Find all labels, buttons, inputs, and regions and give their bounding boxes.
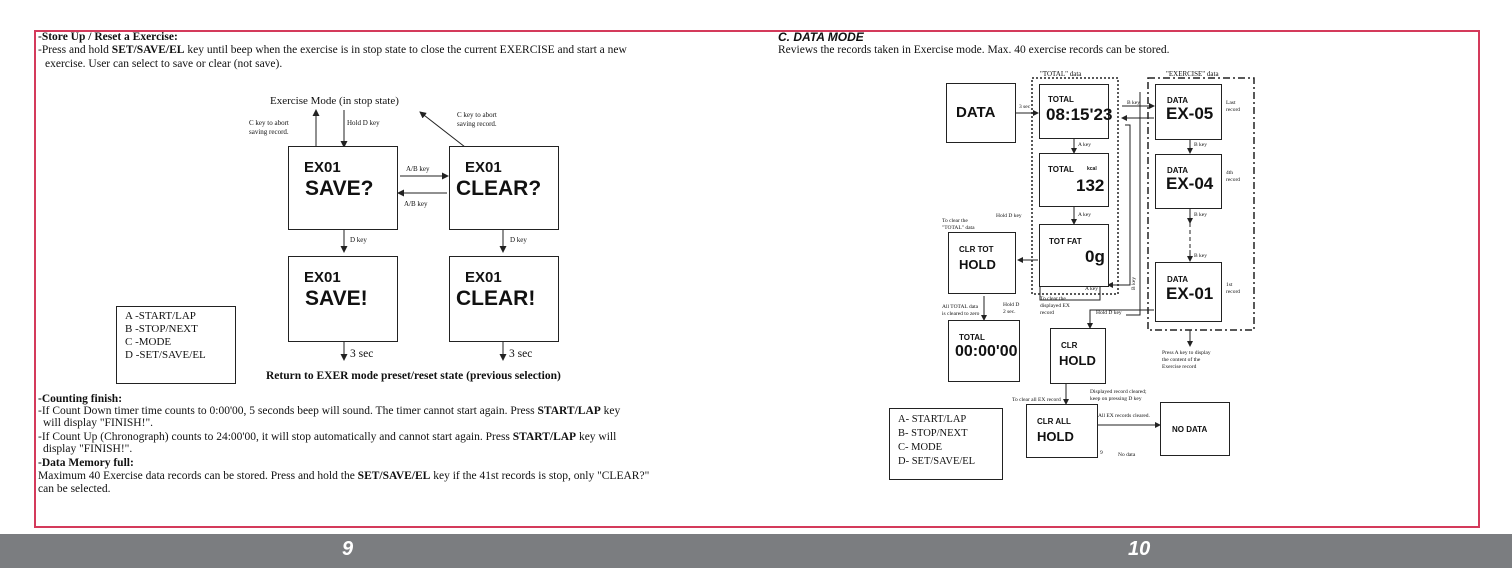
c-key-left-1: C key to abort bbox=[249, 119, 289, 127]
ab-key-top: A/B key bbox=[406, 165, 430, 173]
lcd-no-data: NO DATA bbox=[1160, 402, 1230, 456]
sec-right: 3 sec bbox=[509, 348, 533, 360]
clear-ex-note-2: displayed EX bbox=[1040, 303, 1070, 309]
d-key-right: D key bbox=[510, 236, 527, 244]
cleared-note-1: All TOTAL data bbox=[942, 304, 979, 310]
fourth-record-2: record bbox=[1226, 177, 1241, 183]
first-record-2: record bbox=[1226, 289, 1241, 295]
cleared-note-2: is cleared to zero bbox=[942, 311, 980, 317]
clear-all-note: To clear all EX record bbox=[1012, 397, 1061, 403]
lcd-clear-exclaim: EX01 CLEAR! bbox=[449, 256, 559, 342]
clear-total-note-2: "TOTAL" data bbox=[942, 225, 975, 231]
lcd-data: DATA bbox=[946, 83, 1016, 143]
exercise-mode-label: Exercise Mode (in stop state) bbox=[270, 95, 399, 107]
c-key-right-1: C key to abort bbox=[457, 111, 497, 119]
memory-heading: -Data Memory full: bbox=[38, 457, 134, 469]
b-key-3: B key bbox=[1194, 212, 1207, 218]
c-key-left-2: saving record. bbox=[249, 128, 289, 136]
b-key-top: B key bbox=[1127, 100, 1140, 106]
sec-left: 3 sec bbox=[350, 348, 374, 360]
hold-d-2sec-2: 2 sec. bbox=[1003, 309, 1016, 315]
return-text: Return to EXER mode preset/reset state (… bbox=[266, 370, 561, 382]
first-record-1: 1st bbox=[1226, 282, 1233, 288]
lcd-total-time: TOTAL 08:15'23 bbox=[1039, 84, 1112, 139]
memory-line-2: can be selected. bbox=[38, 483, 111, 495]
lcd-clr-all: CLR ALL HOLD bbox=[1026, 404, 1098, 458]
lcd-ex-04: DATA EX-04 bbox=[1155, 154, 1222, 209]
ab-key-bottom: A/B key bbox=[404, 200, 428, 208]
press-a-note-3: Exercise record bbox=[1162, 364, 1197, 370]
count-up-line-1: -If Count Up (Chronograph) counts to 24:… bbox=[38, 431, 617, 443]
last-record-1: Last bbox=[1226, 100, 1236, 106]
exercise-data-label: "EXERCISE" data bbox=[1166, 70, 1219, 78]
lcd-clear-question: EX01 CLEAR? bbox=[449, 146, 559, 230]
lcd-clr-tot: CLR TOT HOLD bbox=[948, 232, 1016, 294]
page-frame bbox=[34, 30, 1480, 528]
memory-line-1: Maximum 40 Exercise data records can be … bbox=[38, 470, 650, 482]
c-key-right-2: saving record. bbox=[457, 120, 497, 128]
lcd-total-fat: TOT FAT 0g bbox=[1039, 224, 1109, 287]
lcd-ex-05: DATA EX-05 bbox=[1155, 84, 1222, 140]
b-key-4: B key bbox=[1194, 253, 1207, 259]
count-down-line-2: will display "FINISH!". bbox=[43, 417, 154, 429]
press-a-note-1: Press A key to display bbox=[1162, 350, 1211, 356]
last-record-2: record bbox=[1226, 107, 1241, 113]
displayed-cleared-1: Displayed record cleared; bbox=[1090, 389, 1147, 395]
page-number-left: 9 bbox=[342, 538, 354, 560]
clear-ex-note-1: To clear the bbox=[1040, 296, 1066, 302]
nine-label: 9 bbox=[1100, 450, 1103, 456]
store-text-2: exercise. User can select to save or cle… bbox=[45, 58, 283, 70]
lcd-save-exclaim: EX01 SAVE! bbox=[288, 256, 398, 342]
displayed-cleared-2: keep on pressing D key bbox=[1090, 396, 1142, 402]
lcd-ex-01: DATA EX-01 bbox=[1155, 262, 1222, 322]
d-key-left: D key bbox=[350, 236, 367, 244]
hold-d-label: Hold D key bbox=[347, 119, 380, 127]
no-data-note: No data bbox=[1118, 452, 1136, 458]
three-sec-label: 3 sec bbox=[1019, 104, 1031, 110]
clear-total-note-1: To clear the bbox=[942, 218, 968, 224]
footer-bar bbox=[0, 534, 1512, 568]
a-key-2: A key bbox=[1078, 212, 1091, 218]
a-key-1: A key bbox=[1078, 142, 1091, 148]
lcd-total-kcal: TOTAL kcal 132 bbox=[1039, 153, 1109, 207]
data-mode-intro: Reviews the records taken in Exercise mo… bbox=[778, 44, 1170, 56]
all-cleared-note: All EX records cleared. bbox=[1098, 413, 1150, 419]
page-number-right: 10 bbox=[1128, 538, 1151, 560]
total-data-label: "TOTAL" data bbox=[1040, 70, 1082, 78]
store-text-1: -Press and hold SET/SAVE/EL key until be… bbox=[38, 44, 627, 56]
data-mode-heading: C. DATA MODE bbox=[778, 30, 864, 44]
hold-d-key-1: Hold D key bbox=[996, 213, 1022, 219]
b-key-side: B key bbox=[1131, 277, 1137, 290]
count-down-line-1: -If Count Down timer time counts to 0:00… bbox=[38, 405, 621, 417]
press-a-note-2: the content of the bbox=[1162, 357, 1201, 363]
b-key-2: B key bbox=[1194, 142, 1207, 148]
lcd-save-question: EX01 SAVE? bbox=[288, 146, 398, 230]
counting-heading: -Counting finish: bbox=[38, 393, 123, 405]
lcd-clr-hold: CLR HOLD bbox=[1050, 328, 1106, 384]
hold-d-key-2: Hold D key bbox=[1096, 310, 1122, 316]
count-up-line-2: display "FINISH!". bbox=[43, 443, 133, 455]
a-key-3: A key bbox=[1085, 286, 1098, 292]
fourth-record-1: 4th bbox=[1226, 170, 1234, 176]
lcd-total-zero: TOTAL 00:00'00 bbox=[948, 320, 1020, 382]
clear-ex-note-3: record bbox=[1040, 310, 1055, 316]
store-heading: -Store Up / Reset a Exercise: bbox=[38, 31, 178, 43]
hold-d-2sec-1: Hold D bbox=[1003, 302, 1020, 308]
